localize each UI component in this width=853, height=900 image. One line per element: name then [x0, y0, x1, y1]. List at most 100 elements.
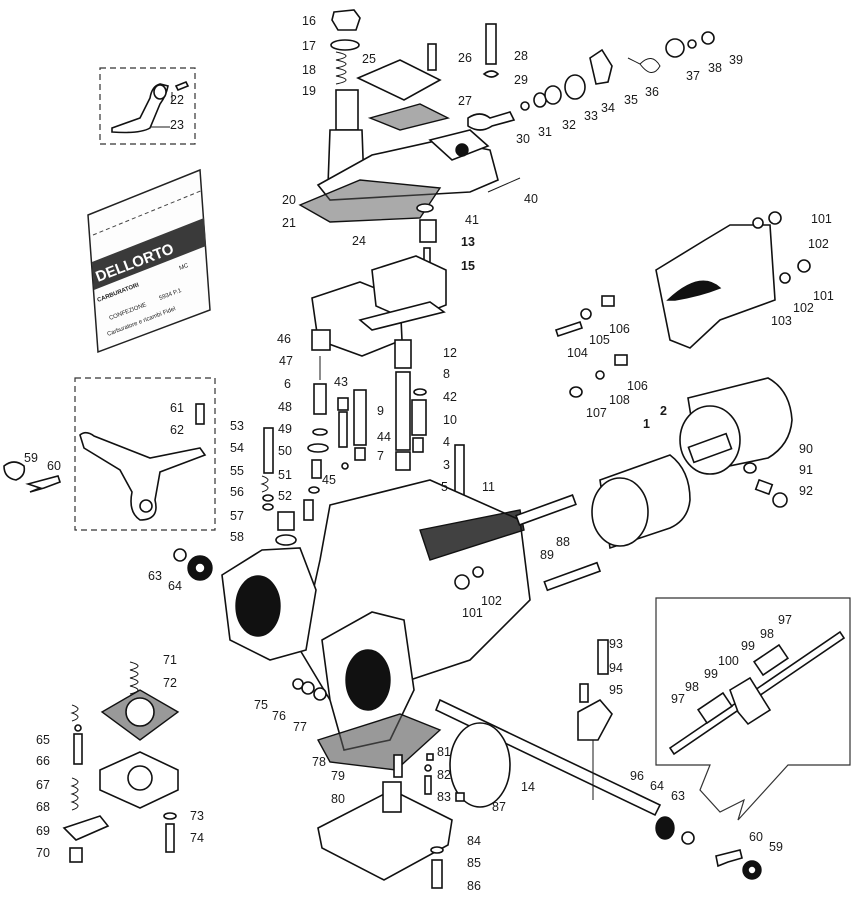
- part-label-42: 42: [443, 390, 457, 404]
- part-label-9: 9: [377, 404, 384, 418]
- part-label-72: 72: [163, 676, 177, 690]
- bag-logo: MC: [179, 263, 190, 272]
- linkage-box: [655, 597, 851, 821]
- throttle-lever-box: [3, 377, 216, 581]
- part-label-99b: 99: [704, 667, 718, 681]
- bracket-assembly-box: [99, 67, 196, 145]
- part-label-101c: 101: [462, 606, 483, 620]
- part-label-92: 92: [799, 484, 813, 498]
- part-label-24: 24: [352, 234, 366, 248]
- part-label-64a: 64: [168, 579, 182, 593]
- part-label-18: 18: [302, 63, 316, 77]
- part-label-44: 44: [377, 430, 391, 444]
- part-label-106a: 106: [609, 322, 630, 336]
- part-label-53: 53: [230, 419, 244, 433]
- part-label-93: 93: [609, 637, 623, 651]
- part-label-29: 29: [514, 73, 528, 87]
- part-label-83: 83: [437, 790, 451, 804]
- jets-and-tubes: [260, 329, 465, 546]
- part-label-13: 13: [461, 235, 475, 249]
- part-label-79: 79: [331, 769, 345, 783]
- part-label-96: 96: [630, 769, 644, 783]
- part-label-39: 39: [729, 53, 743, 67]
- part-label-94: 94: [609, 661, 623, 675]
- part-label-60a: 60: [47, 459, 61, 473]
- carburetor-body: [221, 479, 602, 751]
- part-label-98b: 98: [685, 680, 699, 694]
- throttle-shaft: [434, 639, 695, 845]
- part-label-43: 43: [334, 375, 348, 389]
- part-label-19: 19: [302, 84, 316, 98]
- part-label-76: 76: [272, 709, 286, 723]
- part-label-21: 21: [282, 216, 296, 230]
- part-label-75: 75: [254, 698, 268, 712]
- part-label-12: 12: [443, 346, 457, 360]
- part-label-56: 56: [230, 485, 244, 499]
- part-label-14: 14: [521, 780, 535, 794]
- part-label-34: 34: [601, 101, 615, 115]
- part-label-68: 68: [36, 800, 50, 814]
- part-label-1: 1: [643, 417, 650, 431]
- part-label-105: 105: [589, 333, 610, 347]
- part-label-64b: 64: [650, 779, 664, 793]
- part-label-60b: 60: [749, 830, 763, 844]
- part-label-63a: 63: [148, 569, 162, 583]
- part-label-38: 38: [708, 61, 722, 75]
- part-label-15: 15: [461, 259, 475, 273]
- part-label-67: 67: [36, 778, 50, 792]
- part-label-69: 69: [36, 824, 50, 838]
- part-label-97a: 97: [778, 613, 792, 627]
- part-label-101a: 101: [811, 212, 832, 226]
- part-label-104: 104: [567, 346, 588, 360]
- part-label-33: 33: [584, 109, 598, 123]
- part-label-87: 87: [492, 800, 506, 814]
- part-label-59a: 59: [24, 451, 38, 465]
- part-label-52: 52: [278, 489, 292, 503]
- part-label-88: 88: [556, 535, 570, 549]
- part-label-91: 91: [799, 463, 813, 477]
- part-label-35: 35: [624, 93, 638, 107]
- part-label-61: 61: [170, 401, 184, 415]
- part-label-57: 57: [230, 509, 244, 523]
- part-label-17: 17: [302, 39, 316, 53]
- part-label-36: 36: [645, 85, 659, 99]
- part-label-11: 11: [482, 480, 495, 494]
- part-label-28: 28: [514, 49, 528, 63]
- part-label-46: 46: [277, 332, 291, 346]
- float-bowl-assembly: [292, 678, 453, 889]
- part-label-103: 103: [771, 314, 792, 328]
- part-label-48: 48: [278, 400, 292, 414]
- part-label-22: 22: [170, 93, 184, 107]
- fuel-pump-assembly: [62, 661, 180, 863]
- part-label-74: 74: [190, 831, 204, 845]
- part-label-71: 71: [163, 653, 177, 667]
- part-label-106b: 106: [627, 379, 648, 393]
- part-label-4: 4: [443, 435, 450, 449]
- part-label-31: 31: [538, 125, 552, 139]
- part-label-10: 10: [443, 413, 457, 427]
- part-label-97b: 97: [671, 692, 685, 706]
- air-horn: [554, 211, 811, 398]
- part-label-54: 54: [230, 441, 244, 455]
- part-label-107: 107: [586, 406, 607, 420]
- part-label-25: 25: [362, 52, 376, 66]
- gasket-kit-bag: DELLORTO CARBURATORI CONFEZIONE 5934 P.1…: [87, 168, 211, 354]
- part-label-50: 50: [278, 444, 292, 458]
- part-label-95: 95: [609, 683, 623, 697]
- part-label-108: 108: [609, 393, 630, 407]
- part-label-55: 55: [230, 464, 244, 478]
- part-label-85: 85: [467, 856, 481, 870]
- part-label-98a: 98: [760, 627, 774, 641]
- part-label-6: 6: [284, 377, 291, 391]
- part-label-66: 66: [36, 754, 50, 768]
- part-label-40: 40: [524, 192, 538, 206]
- part-label-8: 8: [443, 367, 450, 381]
- part-label-102b: 102: [793, 301, 814, 315]
- part-label-7: 7: [377, 449, 384, 463]
- part-label-86: 86: [467, 879, 481, 893]
- part-label-80: 80: [331, 792, 345, 806]
- float-assembly: [311, 255, 447, 357]
- part-label-30: 30: [516, 132, 530, 146]
- part-label-47: 47: [279, 354, 293, 368]
